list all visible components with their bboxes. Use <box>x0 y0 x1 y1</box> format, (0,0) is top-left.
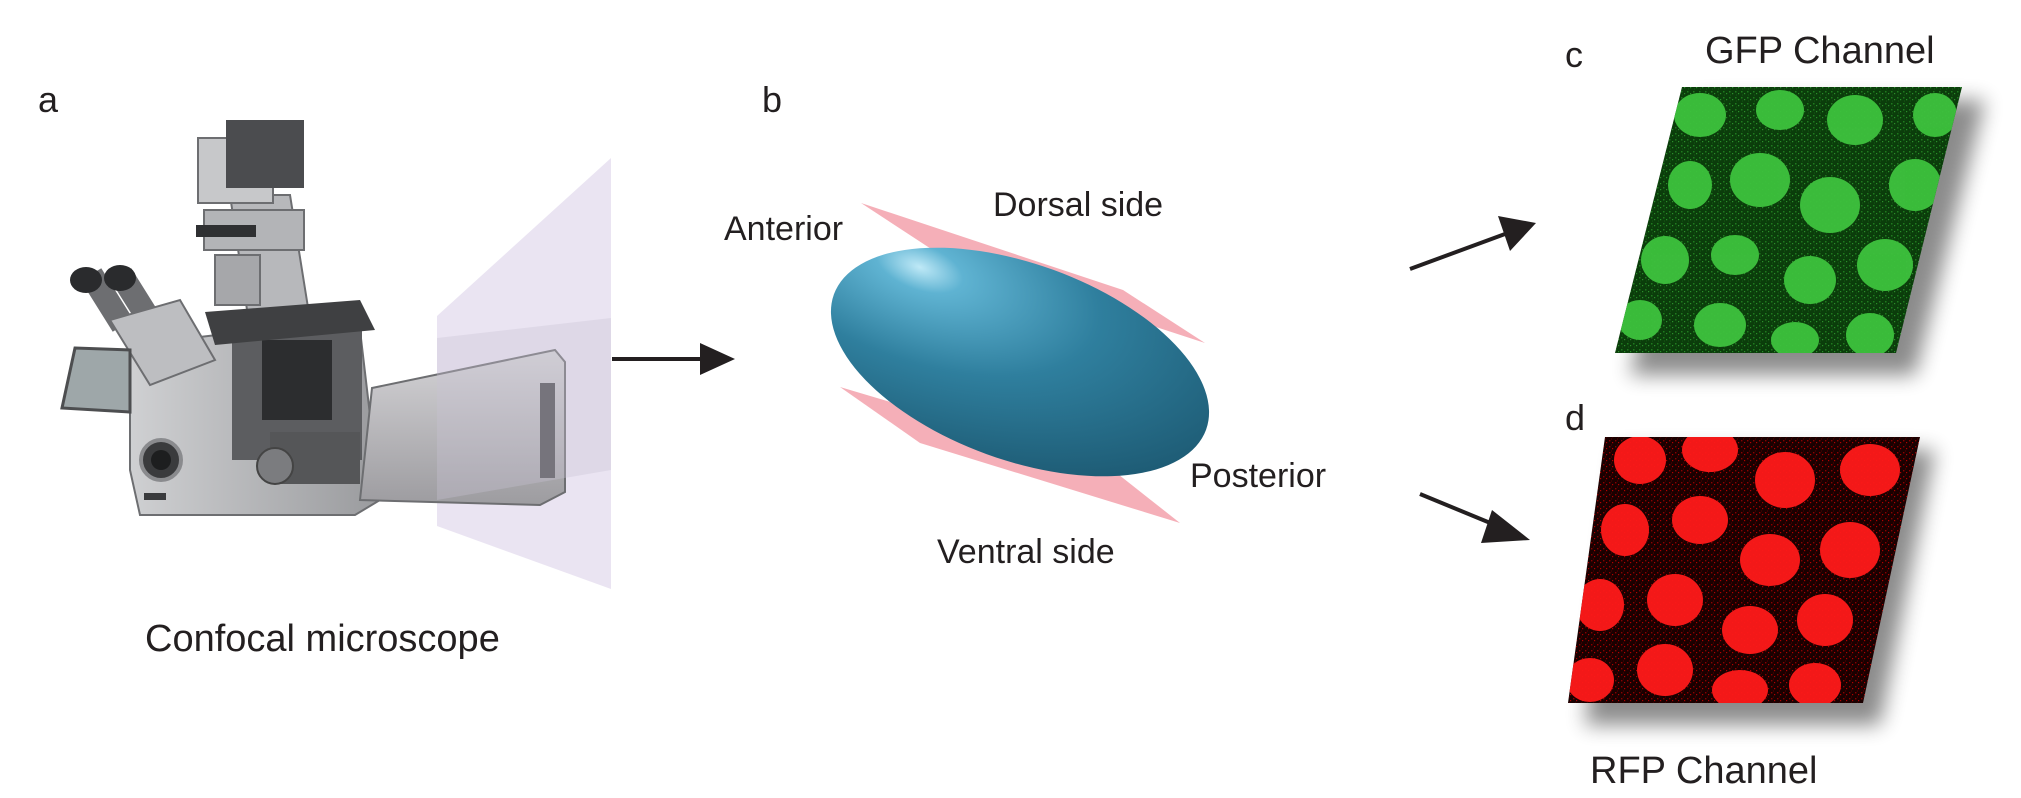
gfp-channel-image <box>1615 87 1985 375</box>
confocal-microscope-illustration <box>60 120 611 589</box>
arrow-a-to-b <box>612 343 735 375</box>
embryo-ellipsoid <box>830 247 1210 477</box>
rfp-channel-caption: RFP Channel <box>1590 750 1818 792</box>
arrow-b-to-d <box>1419 492 1530 543</box>
gfp-channel-caption: GFP Channel <box>1705 30 1935 72</box>
posterior-label: Posterior <box>1190 457 1327 495</box>
panel-label-b: b <box>762 79 783 120</box>
panel-label-a: a <box>38 79 59 120</box>
panel-label-c: c <box>1565 34 1583 75</box>
ventral-side-label: Ventral side <box>937 533 1115 571</box>
arrow-b-to-c <box>1409 216 1536 271</box>
embryo-illustration <box>830 203 1210 523</box>
dorsal-side-label: Dorsal side <box>993 186 1164 224</box>
detector-box <box>358 348 566 507</box>
panel-label-d: d <box>1565 397 1586 438</box>
anterior-label: Anterior <box>724 210 844 248</box>
microscope-caption: Confocal microscope <box>145 618 500 660</box>
rfp-channel-image <box>1568 437 1935 725</box>
